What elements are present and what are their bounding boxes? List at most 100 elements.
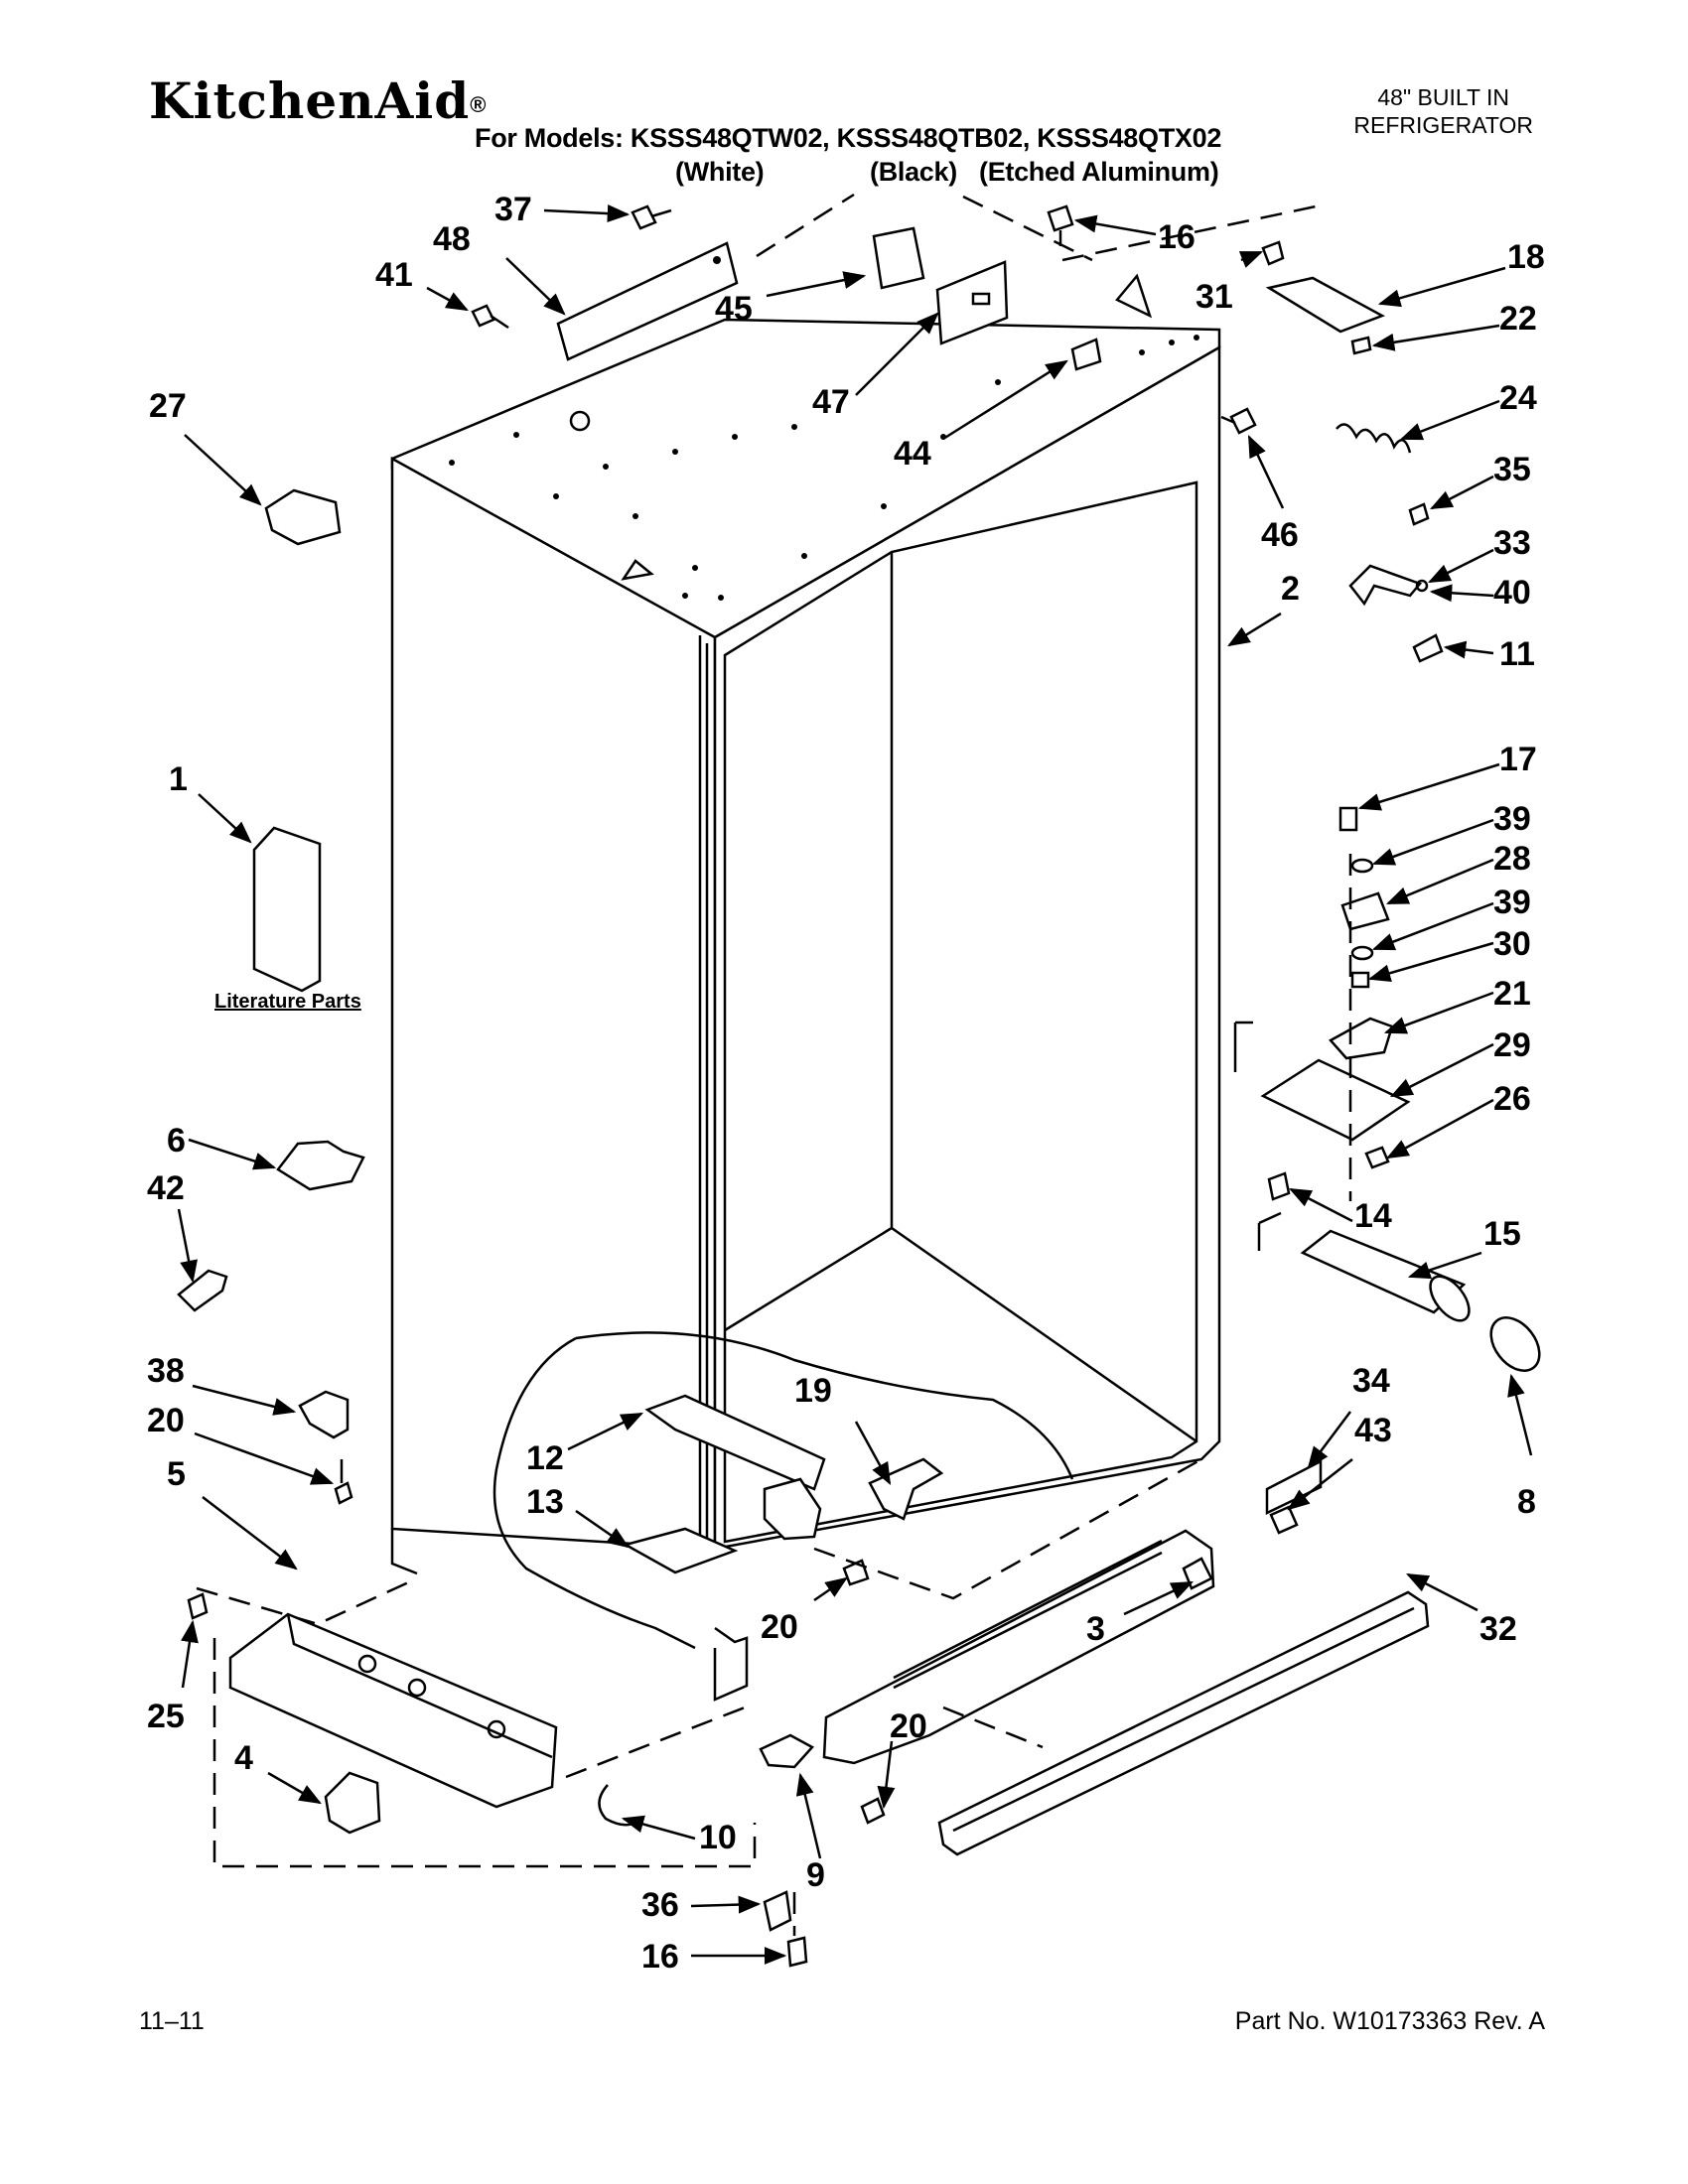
callout-12: 12 (526, 1439, 564, 1477)
callout-8: 8 (1517, 1483, 1536, 1521)
part-27-clip (264, 488, 342, 546)
callout-21: 21 (1493, 975, 1531, 1013)
models-line: For Models: KSSS48QTW02, KSSS48QTB02, KS… (475, 123, 1222, 153)
callout-48: 48 (433, 220, 471, 258)
part-20-screw-left (334, 1481, 353, 1505)
variant-aluminum: (Etched Aluminum) (979, 157, 1219, 187)
callout-39-lower: 39 (1493, 884, 1531, 921)
callout-36: 36 (641, 1886, 679, 1924)
part-48-bracket (556, 241, 739, 361)
callout-15: 15 (1483, 1215, 1521, 1253)
callout-10: 10 (699, 1819, 737, 1856)
part-29-hinge-plate (1260, 1058, 1411, 1142)
part-25-screw (187, 1592, 209, 1620)
callout-38: 38 (147, 1352, 185, 1390)
part-9-bracket (759, 1733, 814, 1769)
part-13-bracket (622, 1527, 739, 1574)
callout-labels: 37 48 41 45 16 31 18 22 47 44 24 46 35 3… (147, 191, 1545, 1976)
part-16-screw-top (1047, 205, 1074, 246)
product-line-1: 48" BUILT IN (1377, 84, 1509, 110)
part-44-clip (1070, 338, 1102, 371)
part-1-literature (252, 826, 322, 993)
part-33-bracket (1348, 564, 1423, 607)
callout-22: 22 (1499, 300, 1537, 338)
callout-37: 37 (494, 191, 532, 228)
callout-28: 28 (1493, 840, 1531, 878)
part-28-hinge-pin (1340, 891, 1390, 931)
part-38-bracket (298, 1390, 350, 1439)
part-11-cap (1412, 633, 1444, 663)
callout-20-middle: 20 (761, 1608, 798, 1646)
callout-19: 19 (794, 1372, 832, 1410)
part-31-screw (1261, 240, 1285, 266)
part-15-filter (1300, 1229, 1467, 1314)
part-14-screw (1267, 1171, 1291, 1201)
callout-9: 9 (806, 1856, 825, 1894)
literature-parts-caption: Literature Parts (214, 991, 361, 1013)
callout-18: 18 (1507, 238, 1545, 276)
part-35-screw (1408, 502, 1430, 526)
part-12-channel (644, 1394, 826, 1491)
callout-30: 30 (1493, 925, 1531, 963)
callout-24: 24 (1499, 379, 1537, 417)
product-line-2: REFRIGERATOR (1353, 112, 1533, 138)
part-46-screw (1220, 407, 1257, 435)
part-43-screw (1269, 1505, 1299, 1535)
part-10-clip (598, 1784, 636, 1827)
callout-39-upper: 39 (1493, 800, 1531, 838)
part-18-hinge-plate (1265, 276, 1385, 334)
part-39-washer-lower (1350, 945, 1374, 961)
callout-44: 44 (894, 435, 931, 473)
callout-47: 47 (812, 383, 850, 421)
callout-35: 35 (1493, 451, 1531, 488)
variant-black: (Black) (870, 157, 957, 187)
part-19-bracket (868, 1457, 944, 1521)
callout-6: 6 (167, 1122, 186, 1160)
callout-14: 14 (1354, 1197, 1392, 1235)
callout-40: 40 (1493, 574, 1531, 612)
part-5-base-rail (228, 1612, 558, 1809)
refrigerator-cabinet (390, 273, 1221, 1702)
product-type: 48" BUILT IN REFRIGERATOR (1353, 83, 1533, 139)
part-32-toe-kick (937, 1590, 1430, 1856)
callout-33: 33 (1493, 524, 1531, 562)
part-34-plate (1265, 1458, 1323, 1515)
callout-13: 13 (526, 1483, 564, 1521)
callout-11: 11 (1499, 635, 1535, 673)
callout-16-bottom: 16 (641, 1938, 679, 1976)
brand-logo: KitchenAid® (149, 71, 488, 130)
callout-41: 41 (375, 256, 413, 294)
callout-20-left: 20 (147, 1402, 185, 1439)
callout-16-top: 16 (1158, 218, 1196, 256)
part-36-bracket (763, 1890, 792, 1932)
callout-1: 1 (169, 760, 188, 798)
date-code: 11–11 (139, 2007, 205, 2035)
part-26-nut (1364, 1146, 1390, 1169)
callout-46: 46 (1261, 516, 1299, 554)
callout-45: 45 (715, 290, 753, 328)
part-24-spring (1336, 423, 1412, 454)
part-4-roller (324, 1771, 381, 1835)
wire-harness (492, 1336, 696, 1650)
callout-42: 42 (147, 1169, 185, 1207)
callout-29: 29 (1493, 1026, 1531, 1064)
part-22-nut (1350, 336, 1372, 355)
callout-3: 3 (1086, 1610, 1105, 1648)
base-assembly-outline (196, 1576, 418, 1626)
callout-34: 34 (1352, 1362, 1390, 1400)
part-number: Part No. W10173363 Rev. A (1234, 2007, 1545, 2035)
callout-26: 26 (1493, 1080, 1531, 1118)
callout-27: 27 (149, 387, 187, 425)
callout-31: 31 (1196, 278, 1233, 316)
callout-2: 2 (1281, 570, 1300, 608)
part-37-screw (631, 205, 672, 230)
callout-5: 5 (167, 1455, 186, 1493)
part-39-washer-upper (1350, 858, 1374, 874)
part-30-spacer (1350, 971, 1370, 989)
part-17-bushing (1338, 806, 1358, 832)
part-20-screw-bottom (860, 1797, 886, 1825)
callout-17: 17 (1499, 741, 1537, 778)
part-42-roller (177, 1269, 228, 1312)
variant-white: (White) (675, 157, 765, 187)
